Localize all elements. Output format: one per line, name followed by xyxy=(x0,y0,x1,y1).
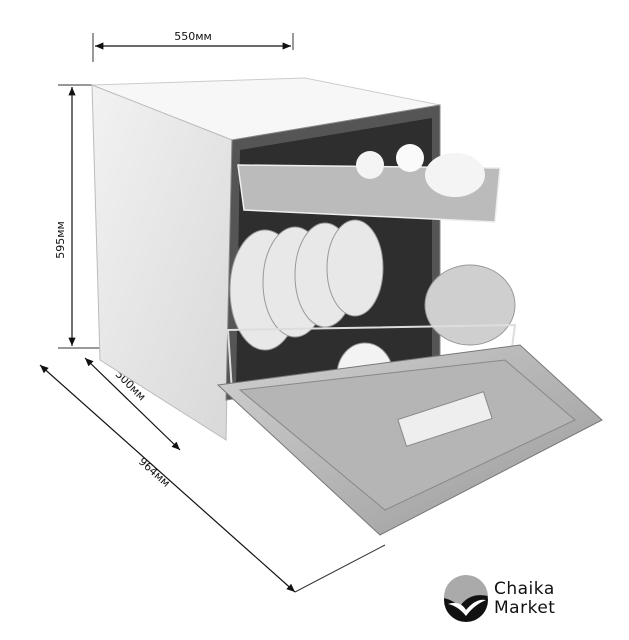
width-label: 550мм xyxy=(174,30,212,43)
depth-open-label: 964мм xyxy=(136,455,173,490)
logo-line1: Chaika xyxy=(494,579,555,599)
logo-text: Chaika Market xyxy=(494,580,555,618)
dishwasher xyxy=(91,77,603,536)
logo-line2: Market xyxy=(494,598,556,618)
chaika-market-logo xyxy=(443,574,488,622)
height-label: 595мм xyxy=(54,221,67,259)
dimension-width: 550мм xyxy=(92,30,294,62)
dimension-height: 595мм xyxy=(54,84,100,349)
